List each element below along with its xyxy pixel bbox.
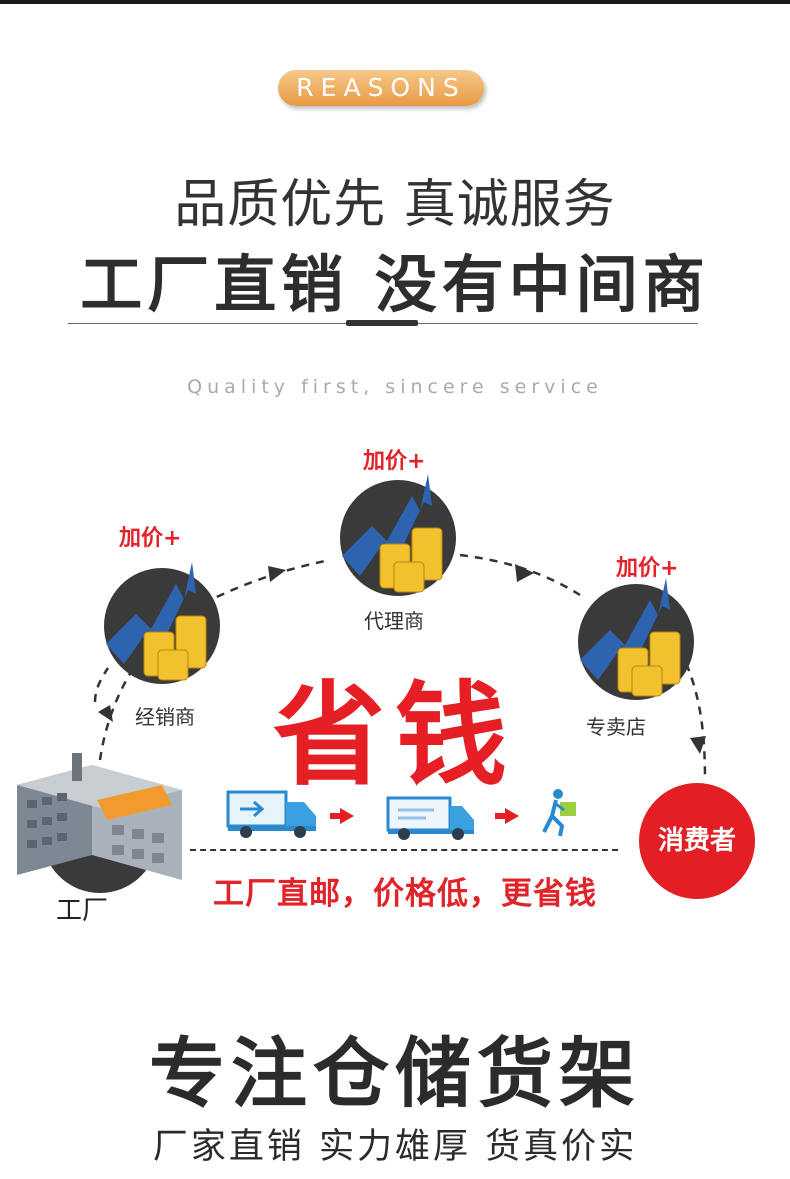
save-money-text: 省钱 <box>273 671 517 801</box>
store-coin-icon <box>578 578 694 700</box>
arrow-head-icon <box>98 705 113 722</box>
agent-label: 代理商 <box>364 609 424 633</box>
van-icon <box>386 796 474 840</box>
truck-icon <box>226 790 316 838</box>
english-subtitle: Quality first, sincere service <box>187 376 603 398</box>
divider-accent <box>346 320 418 326</box>
factory-label: 工厂 <box>56 896 109 926</box>
store-label: 专卖店 <box>586 715 646 739</box>
distributor-coin-icon <box>104 562 220 684</box>
slogan-line-2: 工厂直销 没有中间商 <box>80 248 710 321</box>
shipping-dashed-line <box>190 849 618 851</box>
markup-label-agent: 加价+ <box>363 449 426 474</box>
direct-shipping-text: 工厂直邮，价格低，更省钱 <box>213 876 597 912</box>
consumer-badge: 消费者 <box>639 783 755 899</box>
arrow-head-icon <box>268 566 286 582</box>
markup-label-store: 加价+ <box>616 556 679 581</box>
courier-icon <box>542 789 576 837</box>
factory-icon <box>17 753 182 893</box>
top-border <box>0 0 790 4</box>
section-tagline: 厂家直销 实力雄厚 货真价实 <box>152 1127 638 1167</box>
markup-label-distributor: 加价+ <box>119 526 182 551</box>
arrow-right-icon <box>505 808 519 824</box>
arrow-head-icon <box>515 564 534 582</box>
section-heading: 专注仓储货架 <box>149 1029 641 1118</box>
agent-coin-icon <box>340 474 456 596</box>
reasons-badge: REASONS <box>278 70 484 106</box>
arrow-right-icon <box>340 808 354 824</box>
slogan-line-1: 品质优先 真诚服务 <box>174 175 616 235</box>
distributor-label: 经销商 <box>135 705 195 729</box>
arrow-right-shaft <box>330 813 342 819</box>
arrow-head-icon <box>690 736 706 754</box>
arrow-right-shaft <box>495 813 507 819</box>
